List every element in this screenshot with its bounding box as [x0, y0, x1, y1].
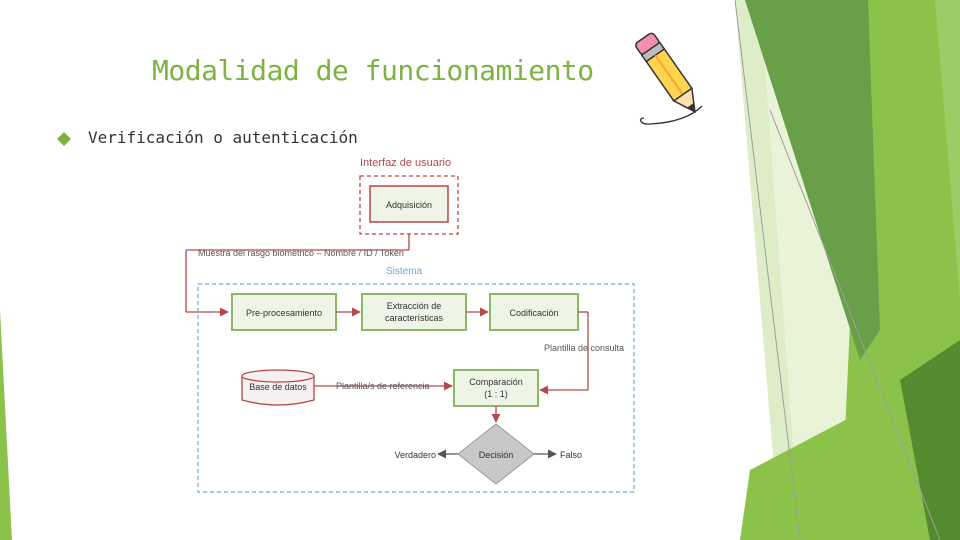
- pencil-icon: [635, 32, 703, 125]
- acquisition-label: Adquisición: [386, 200, 432, 210]
- system-frame: [197, 283, 635, 493]
- deco-line: [769, 109, 941, 540]
- deco-shape-dark: [745, 0, 880, 360]
- comparison-label-line1: Comparación: [469, 377, 523, 387]
- preprocessing-label: Pre-procesamiento: [246, 308, 322, 318]
- verification-diagram: Interfaz de usuario Adquisición Muestra …: [185, 157, 635, 493]
- ui-group-label: Interfaz de usuario: [360, 157, 451, 169]
- deco-line: [734, 0, 801, 540]
- system-label: Sistema: [386, 266, 423, 277]
- query-template-label: Plantilla de consulta: [544, 343, 624, 353]
- extraction-label-line1: Extracción de: [387, 301, 442, 311]
- true-label: Verdadero: [394, 450, 436, 460]
- bullet-text: Verificación o autenticación: [88, 128, 358, 147]
- database-cylinder: [241, 369, 315, 406]
- slide-title: Modalidad de funcionamiento: [152, 54, 594, 87]
- database-label: Base de datos: [249, 382, 307, 392]
- extraction-label-line2: características: [385, 313, 444, 323]
- diamond-bullet-icon: [57, 132, 71, 146]
- false-label: Falso: [560, 450, 582, 460]
- decision-label: Decisión: [479, 450, 514, 460]
- extraction-box: [361, 293, 467, 331]
- decision-diamond: [457, 423, 535, 485]
- input-label: Muestra del rasgo biométrico – Nombre / …: [198, 248, 404, 258]
- acquisition-box: [369, 185, 449, 223]
- deco-shape-bottom-dark: [900, 340, 960, 540]
- coding-label: Codificación: [509, 308, 558, 318]
- deco-shape-bright: [935, 0, 960, 300]
- coding-box: [489, 293, 579, 331]
- comparison-box: [453, 369, 539, 407]
- deco-shape-left: [0, 310, 12, 540]
- reference-templates-label: Plantilla/s de referencia: [336, 381, 430, 391]
- comparison-label-line2: (1 : 1): [484, 389, 508, 399]
